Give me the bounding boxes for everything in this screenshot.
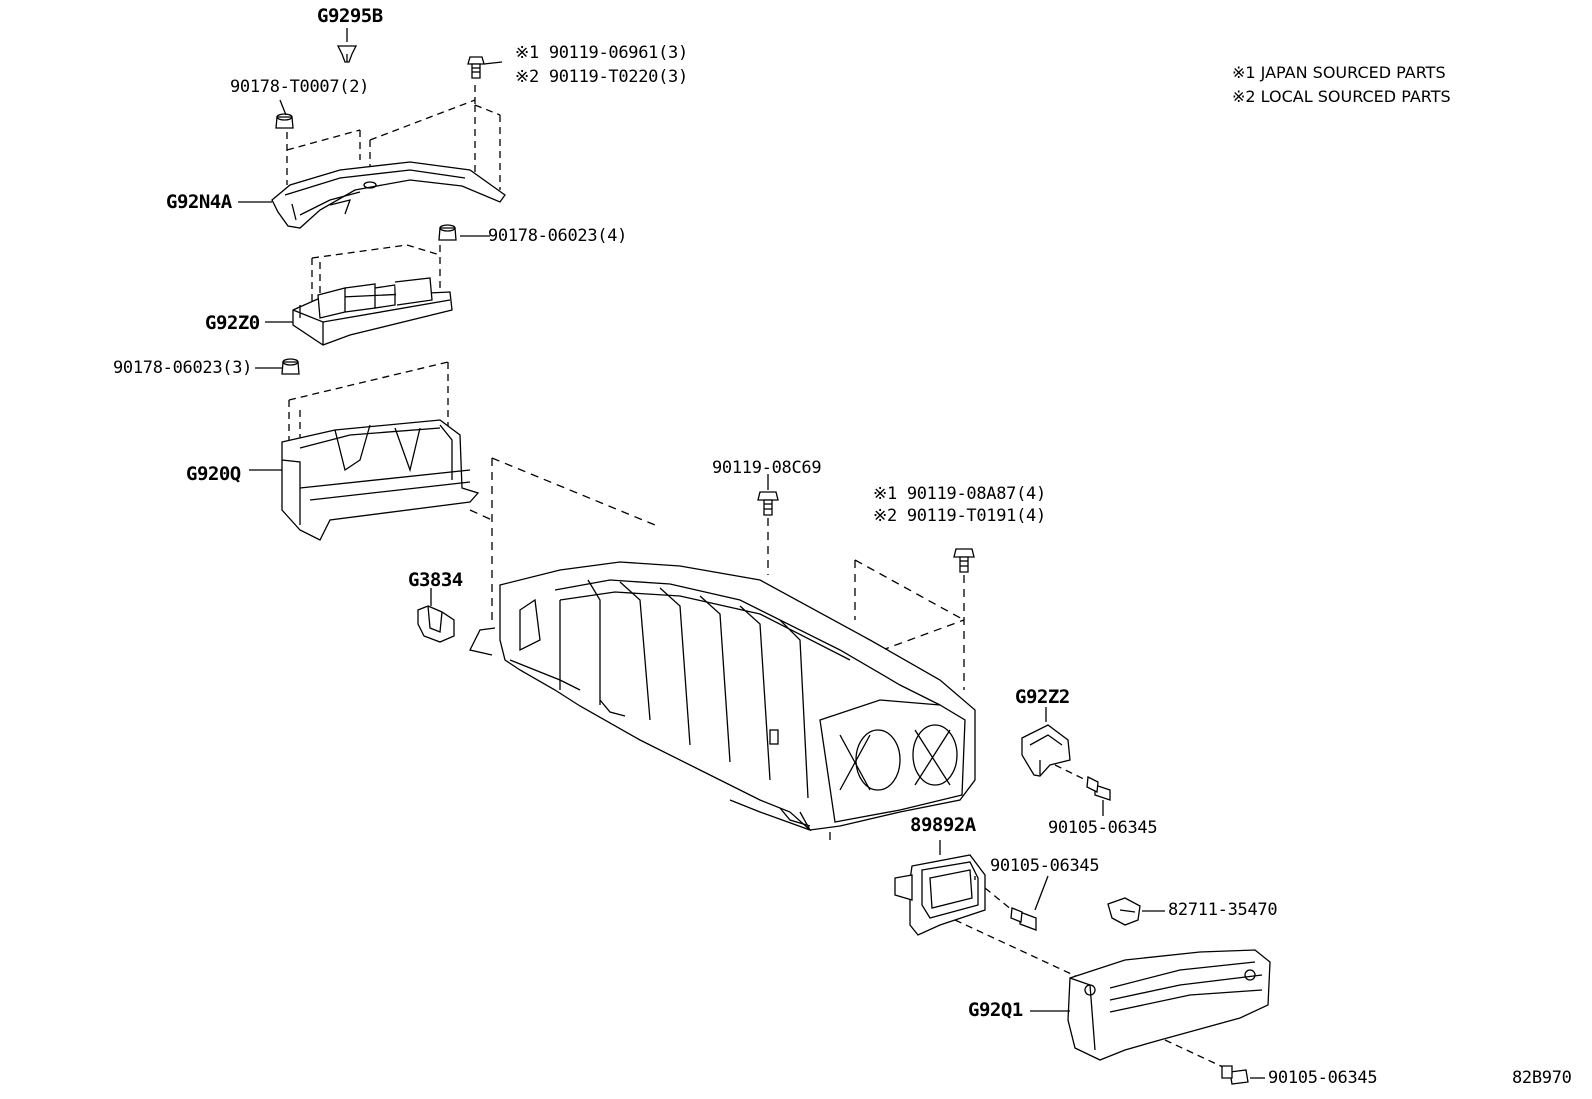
label-90119-t0220: ※2 90119-T0220(3): [515, 67, 688, 87]
label-90119-08c69: 90119-08C69: [712, 458, 822, 478]
label-g92z2: G92Z2: [1015, 686, 1070, 708]
bolt-90105-06345-a: [1086, 775, 1111, 816]
guide-lines-top: [286, 85, 501, 190]
guide-lines-g920q: [288, 361, 449, 450]
clip-82711-35470: [1107, 897, 1165, 926]
label-90119-08a87: ※1 90119-08A87(4): [873, 484, 1046, 504]
bracket-g92q1: [1030, 949, 1271, 1061]
label-g920q: G920Q: [186, 463, 241, 485]
label-90178-06023-4: 90178-06023(4): [488, 226, 628, 246]
nut-90178-06023-4: [438, 224, 490, 241]
legend-note-local: ※2 LOCAL SOURCED PARTS: [1232, 87, 1451, 106]
label-82711-35470: 82711-35470: [1168, 900, 1278, 920]
clip-g9295b: [336, 28, 358, 63]
bolt-90119-08c69: [757, 474, 779, 516]
hybrid-battery-assembly: [469, 561, 976, 832]
label-g3834: G3834: [408, 569, 463, 591]
bolt-90119-06961: [467, 56, 503, 79]
guide-g92q1: [1164, 1039, 1226, 1069]
legend-note-japan: ※1 JAPAN SOURCED PARTS: [1232, 63, 1446, 82]
label-g92n4a: G92N4A: [166, 191, 232, 213]
nut-90178-t0007: [275, 99, 294, 129]
bracket-g920q: [249, 419, 480, 541]
label-90105-06345-c: 90105-06345: [1268, 1068, 1378, 1088]
diagram-id: 82B970: [1512, 1068, 1572, 1088]
guide-g92z2: [1054, 764, 1091, 783]
label-90105-06345-a: 90105-06345: [1048, 818, 1158, 838]
label-g9295b: G9295B: [317, 5, 383, 27]
bolt-90105-06345-b: [1010, 875, 1049, 931]
label-90105-06345-b: 90105-06345: [990, 856, 1100, 876]
label-89892a: 89892A: [910, 814, 976, 836]
label-90119-06961: ※1 90119-06961(3): [515, 43, 688, 63]
bolt-90119-08a87: [953, 548, 975, 573]
guide-89892a: [954, 887, 1096, 986]
nut-90178-06023-3: [255, 358, 300, 375]
label-g92z0: G92Z0: [205, 312, 260, 334]
component-g92z0: [265, 277, 453, 346]
label-90119-t0191: ※2 90119-T0191(4): [873, 506, 1046, 526]
bracket-g92n4a: [238, 161, 506, 229]
label-90178-t0007: 90178-T0007(2): [230, 77, 370, 97]
label-g92q1: G92Q1: [968, 999, 1023, 1021]
label-90178-06023-3: 90178-06023(3): [113, 358, 253, 378]
component-g92z2: [1021, 707, 1071, 777]
bolt-90105-06345-c: [1221, 1065, 1265, 1085]
clip-g3834: [417, 588, 455, 643]
module-89892a: [894, 840, 986, 936]
